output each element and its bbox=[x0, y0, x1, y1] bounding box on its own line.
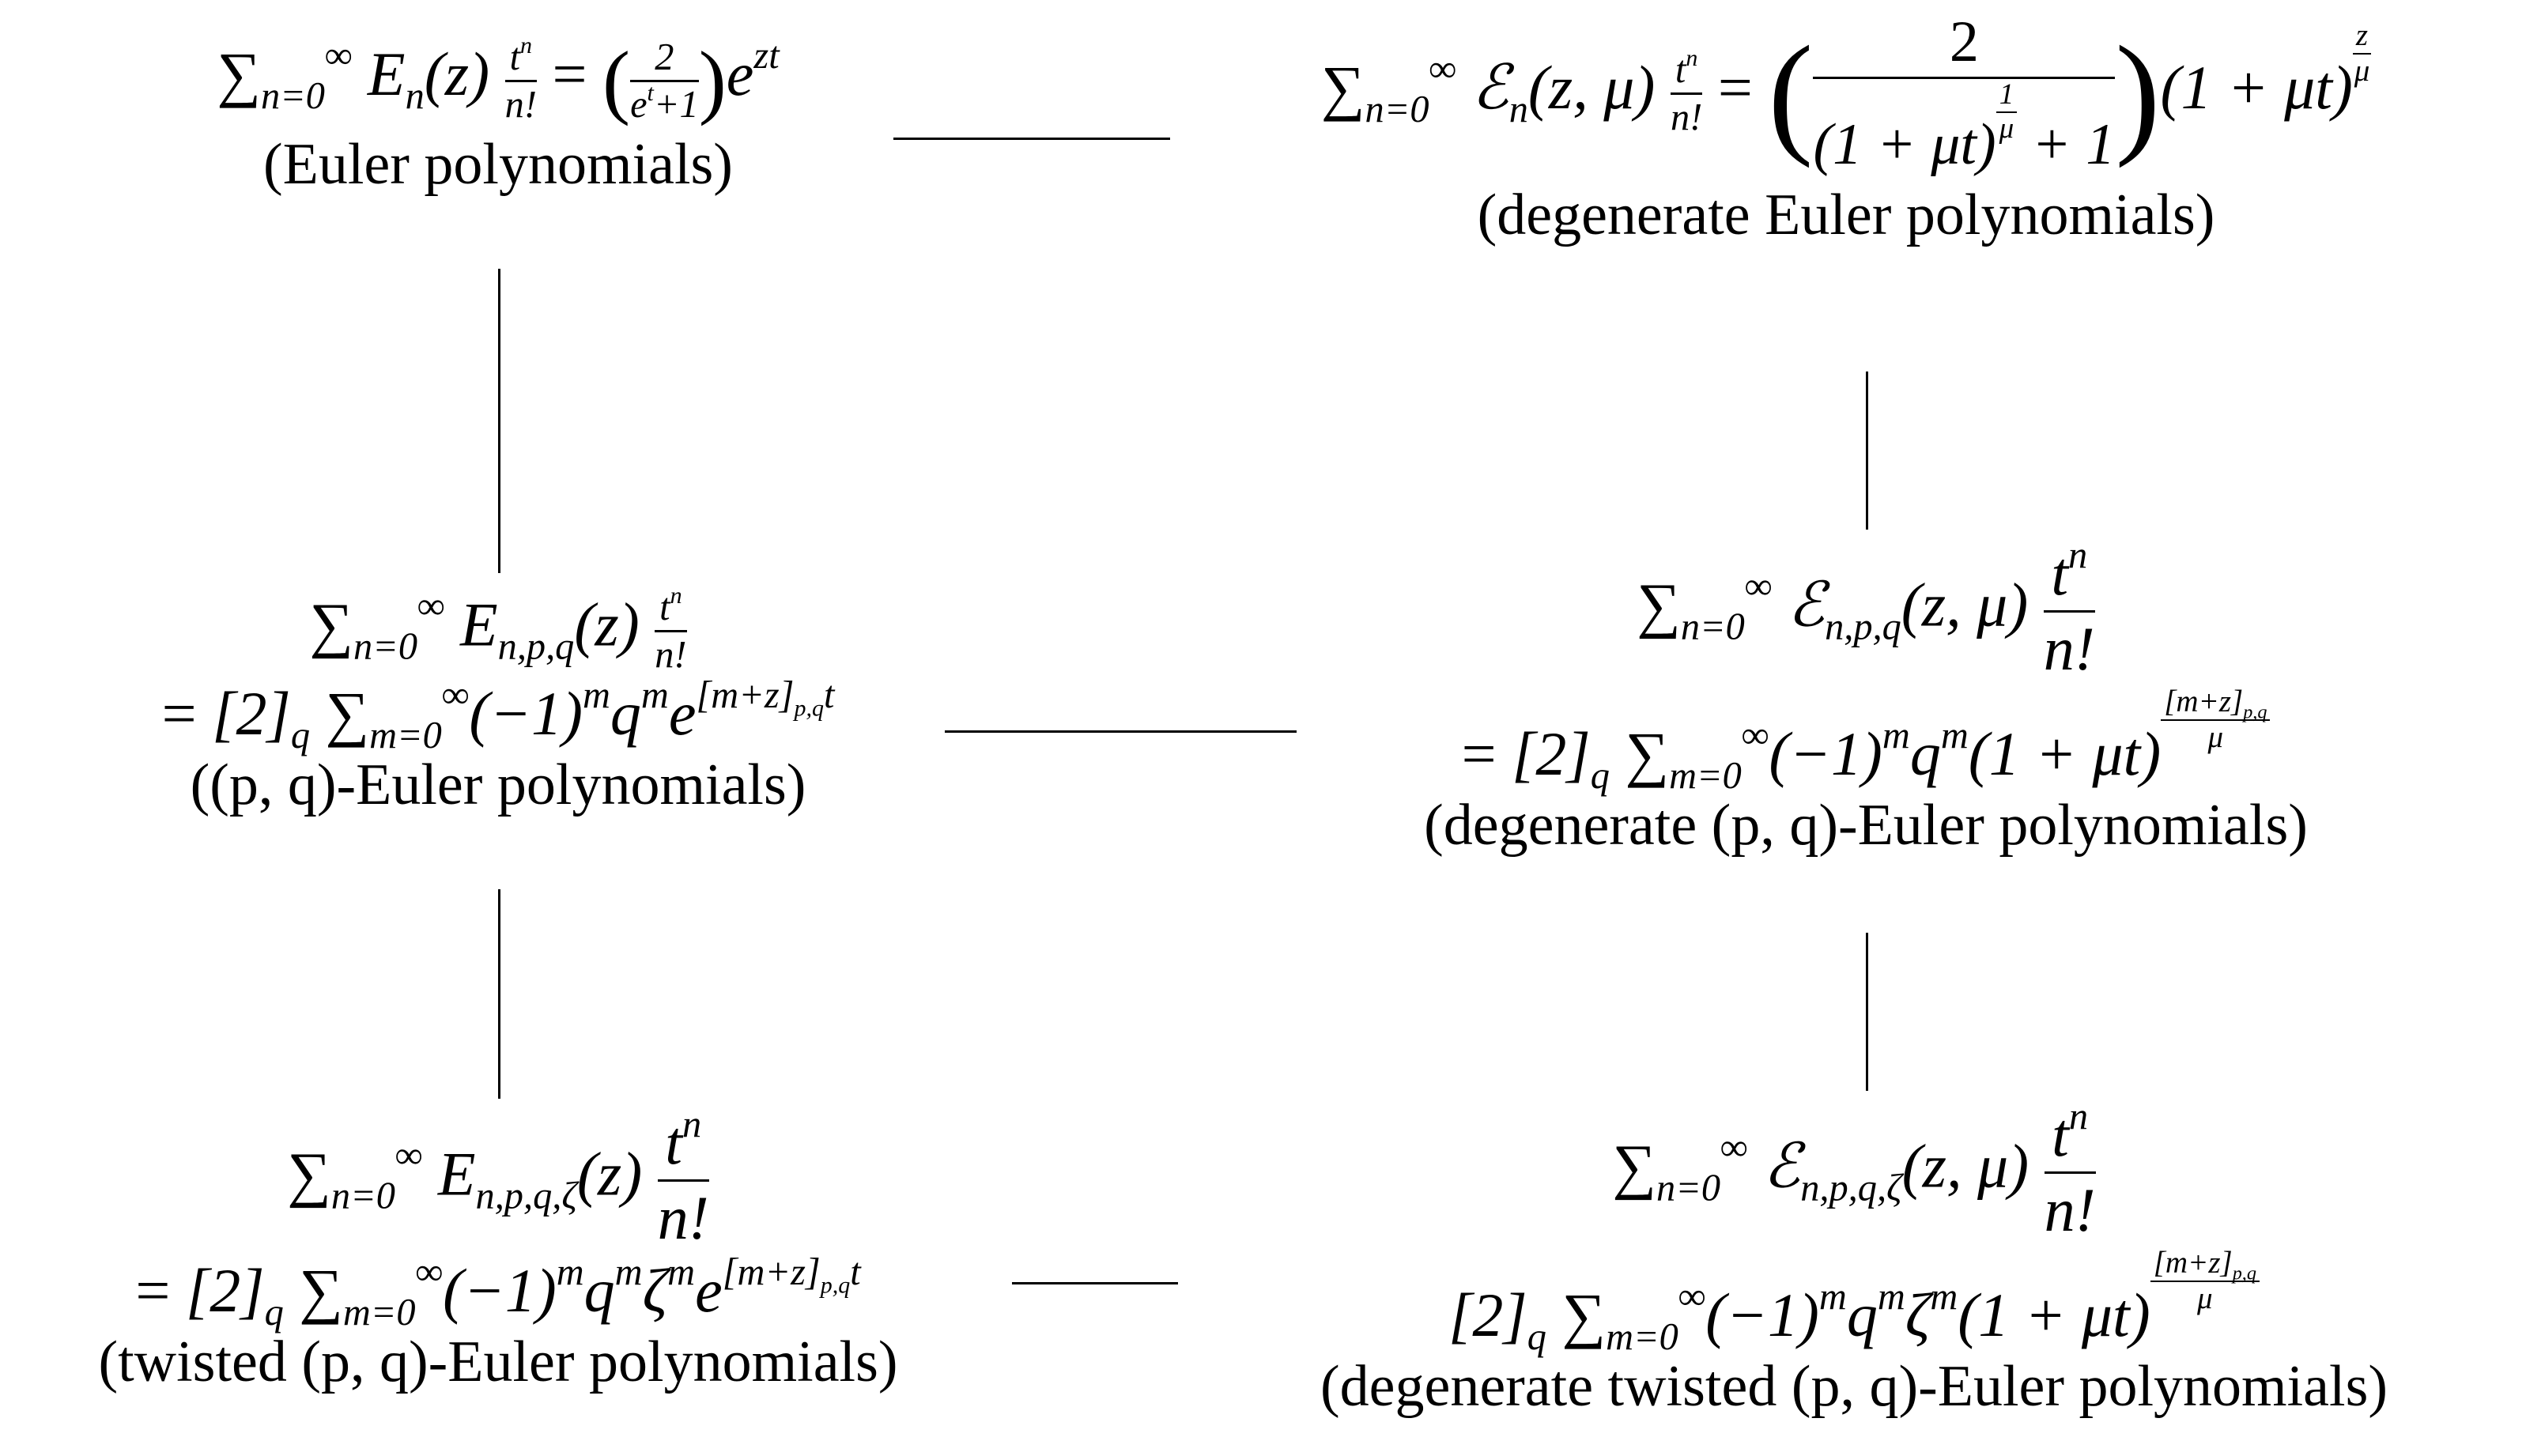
label-degenerate-twisted-pq-euler-polynomials: (degenerate twisted (p, q)-Euler polynom… bbox=[1320, 1354, 2388, 1420]
edge-pq-euler-to-degenerate-pq-euler bbox=[945, 730, 1297, 733]
edge-degenerate-pq-euler-to-degenerate-twisted-pq-euler bbox=[1866, 933, 1868, 1091]
edge-pq-euler-to-twisted-pq-euler bbox=[498, 889, 500, 1099]
edge-twisted-pq-euler-to-degenerate-twisted-pq-euler bbox=[1012, 1282, 1178, 1284]
label-pq-euler-polynomials: ((p, q)-Euler polynomials) bbox=[190, 753, 806, 818]
label-degenerate-euler-polynomials: (degenerate Euler polynomials) bbox=[1477, 182, 2215, 247]
edge-euler-to-degenerate-euler bbox=[893, 138, 1170, 140]
label-degenerate-pq-euler-polynomials: (degenerate (p, q)-Euler polynomials) bbox=[1424, 793, 2308, 858]
formula-twisted-pq-euler-rhs: = [2]q ∑m=0∞(−1)mqmζme[m+z]p,qt bbox=[135, 1251, 861, 1333]
edge-euler-to-pq-euler bbox=[498, 269, 500, 573]
label-euler-polynomials: (Euler polynomials) bbox=[263, 132, 733, 198]
formula-pq-euler-rhs: = [2]q ∑m=0∞(−1)mqme[m+z]p,qt bbox=[161, 674, 835, 757]
edge-degenerate-euler-to-degenerate-pq-euler bbox=[1866, 372, 1868, 530]
label-twisted-pq-euler-polynomials: (twisted (p, q)-Euler polynomials) bbox=[98, 1330, 898, 1395]
